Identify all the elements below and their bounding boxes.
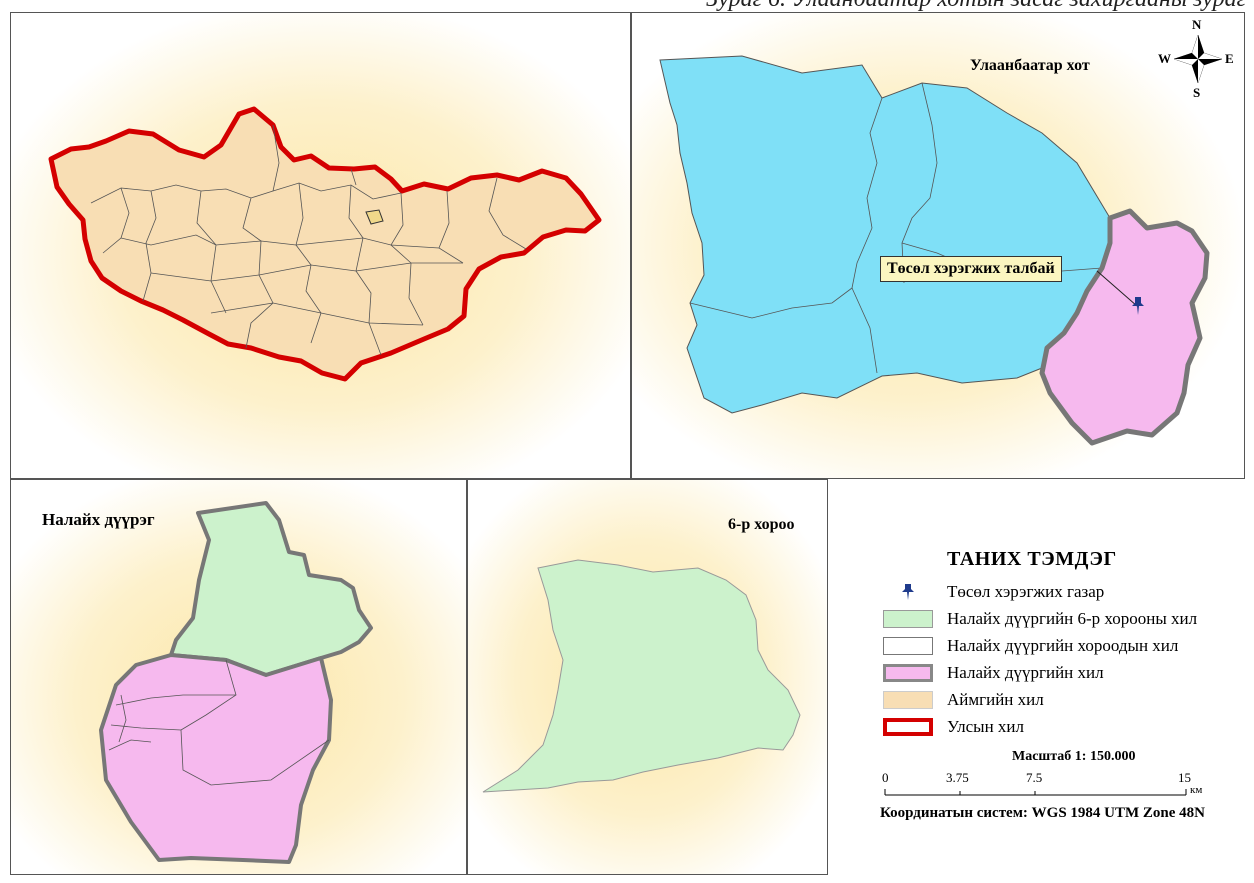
legend-label: Төсөл хэрэгжих газар (947, 582, 1105, 601)
khoroo6-map-panel: 6-р хороо (467, 479, 828, 875)
legend-label: Улсын хил (947, 717, 1024, 736)
mongolia-country-shape (48, 106, 602, 382)
compass-rose-icon (1173, 34, 1223, 84)
project-area-callout: Төсөл хэрэгжих талбай (880, 256, 1062, 282)
legend-label: Налайх дүүргийн хороодын хил (947, 636, 1179, 655)
nalaikh-south-khoroo-shapes (99, 653, 333, 864)
aimag-boundaries (90, 124, 527, 356)
ulaanbaatar-map-panel: Улаанбаатар хот N S W E (631, 12, 1245, 479)
scale-unit: км (1190, 784, 1203, 796)
nalaikh-map (11, 480, 466, 874)
coordinate-system: Координатын систем: WGS 1984 UTM Zone 48… (880, 805, 1206, 821)
nalaikh-map-panel: Налайх дүүрэг (10, 479, 467, 875)
scale-tick-2: 7.5 (1026, 770, 1043, 785)
ulaanbaatar-marker (365, 209, 384, 225)
legend-title: ТАНИХ ТЭМДЭГ (947, 548, 1117, 570)
compass-n: N (1192, 17, 1202, 32)
nalaikh-khoroo6-shape (169, 501, 373, 677)
scale-tick-0: 0 (882, 770, 889, 785)
legend-item-khoroo-boundaries: Налайх дүүргийн хороодын хил (883, 635, 1178, 657)
figure-caption: Зураг 6. Улаанбаатар хотын засаг захирга… (706, 0, 1246, 13)
nalaikh-label: Налайх дүүрэг (42, 510, 155, 529)
ulaanbaatar-city-shape (659, 55, 1111, 414)
scale-title: Масштаб 1: 150.000 (1012, 749, 1136, 764)
nalaikh-district-shape (1039, 208, 1210, 446)
pink-double-outline-swatch (883, 664, 933, 682)
legend-label: Налайх дүүргийн 6-р хорооны хил (947, 609, 1198, 628)
ulaanbaatar-district-boundaries (689, 82, 1103, 374)
ulaanbaatar-label: Улаанбаатар хот (970, 57, 1090, 74)
ulaanbaatar-map (632, 13, 1244, 478)
pin-icon (883, 583, 933, 601)
scale-bar (884, 789, 1187, 796)
khoroo6-label: 6-р хороо (728, 516, 795, 533)
green-fill-swatch (883, 610, 933, 628)
nalaikh-khoroo-boundaries (108, 659, 330, 786)
white-outline-swatch (883, 637, 933, 655)
legend-label: Аймгийн хил (947, 690, 1044, 709)
khoroo6-map (468, 480, 827, 874)
compass-w: W (1158, 51, 1171, 66)
legend-item-district: Налайх дүүргийн хил (883, 662, 1104, 684)
compass-e: E (1225, 51, 1234, 66)
red-thick-outline-swatch (883, 718, 933, 736)
compass-s: S (1193, 85, 1201, 100)
legend-item-khoroo6: Налайх дүүргийн 6-р хорооны хил (883, 608, 1197, 630)
scale-tick-1: 3.75 (946, 770, 969, 785)
legend-item-project-site: Төсөл хэрэгжих газар (883, 581, 1104, 603)
legend-item-country: Улсын хил (883, 716, 1024, 738)
scale-tick-3: 15 (1178, 770, 1191, 785)
tan-fill-swatch (883, 691, 933, 709)
callout-leader (1096, 270, 1138, 307)
project-pin-icon (1132, 297, 1144, 315)
legend-item-aimag: Аймгийн хил (883, 689, 1044, 711)
mongolia-map (11, 13, 630, 478)
mongolia-map-panel (10, 12, 631, 479)
legend-label: Налайх дүүргийн хил (947, 663, 1104, 682)
khoroo6-shape (482, 559, 801, 793)
